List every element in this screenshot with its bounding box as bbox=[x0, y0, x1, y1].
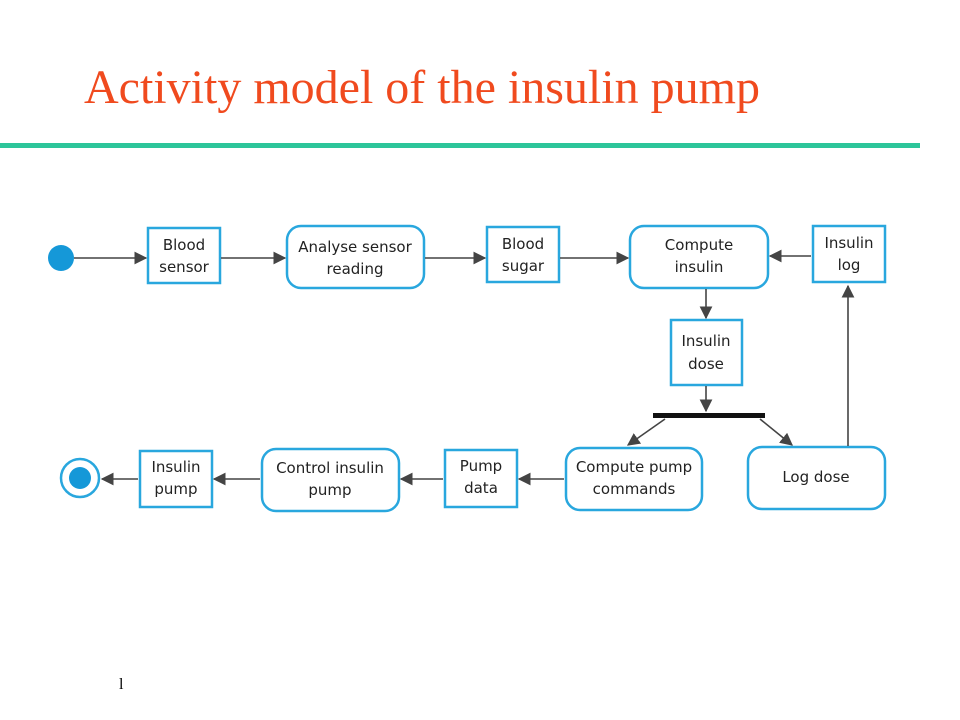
node-blood-sensor: Blood sensor bbox=[146, 226, 222, 285]
node-label-line: reading bbox=[327, 260, 384, 278]
node-label-line: Log dose bbox=[782, 468, 849, 486]
node-label-line: dose bbox=[688, 355, 724, 373]
node-blood-sugar: Blood sugar bbox=[485, 225, 561, 284]
node-control-insulin-pump: Control insulin pump bbox=[260, 447, 401, 513]
node-insulin-dose: Insulin dose bbox=[669, 318, 744, 387]
node-label-line: pump bbox=[154, 480, 197, 498]
page-title: Activity model of the insulin pump bbox=[84, 61, 760, 114]
node-compute-insulin: Compute insulin bbox=[628, 224, 770, 290]
node-label-line: Blood bbox=[163, 236, 205, 254]
node-label-line: Analyse sensor bbox=[298, 238, 412, 256]
node-label-line: Pump bbox=[460, 457, 502, 475]
node-label-line: Insulin bbox=[824, 234, 873, 252]
footer-mark: l bbox=[119, 676, 124, 693]
node-label-line: sugar bbox=[502, 257, 545, 275]
node-label-line: Compute pump bbox=[576, 458, 692, 476]
node-label-line: Insulin bbox=[151, 458, 200, 476]
end-node bbox=[59, 457, 101, 499]
node-insulin-pump: Insulin pump bbox=[138, 449, 214, 509]
node-label-line: sensor bbox=[159, 258, 210, 276]
flow-arrow bbox=[626, 418, 666, 446]
fork-bar bbox=[653, 413, 765, 418]
node-label-line: log bbox=[838, 256, 861, 274]
node-label-line: Insulin bbox=[681, 332, 730, 350]
node-label-line: Blood bbox=[502, 235, 544, 253]
node-compute-pump-commands: Compute pump commands bbox=[564, 446, 704, 512]
node-analyse-sensor-reading: Analyse sensor reading bbox=[285, 224, 426, 290]
start-node bbox=[48, 245, 74, 271]
node-label-line: Control insulin bbox=[276, 459, 384, 477]
node-label-line: pump bbox=[308, 481, 351, 499]
node-pump-data: Pump data bbox=[443, 448, 519, 509]
node-label-line: insulin bbox=[675, 258, 724, 276]
node-log-dose: Log dose bbox=[746, 445, 887, 511]
node-label-line: data bbox=[464, 479, 498, 497]
node-label-line: Compute bbox=[665, 236, 733, 254]
flow-arrow bbox=[759, 418, 793, 446]
node-insulin-log: Insulin log bbox=[811, 224, 887, 284]
title-divider bbox=[0, 143, 920, 148]
node-label-line: commands bbox=[593, 480, 676, 498]
